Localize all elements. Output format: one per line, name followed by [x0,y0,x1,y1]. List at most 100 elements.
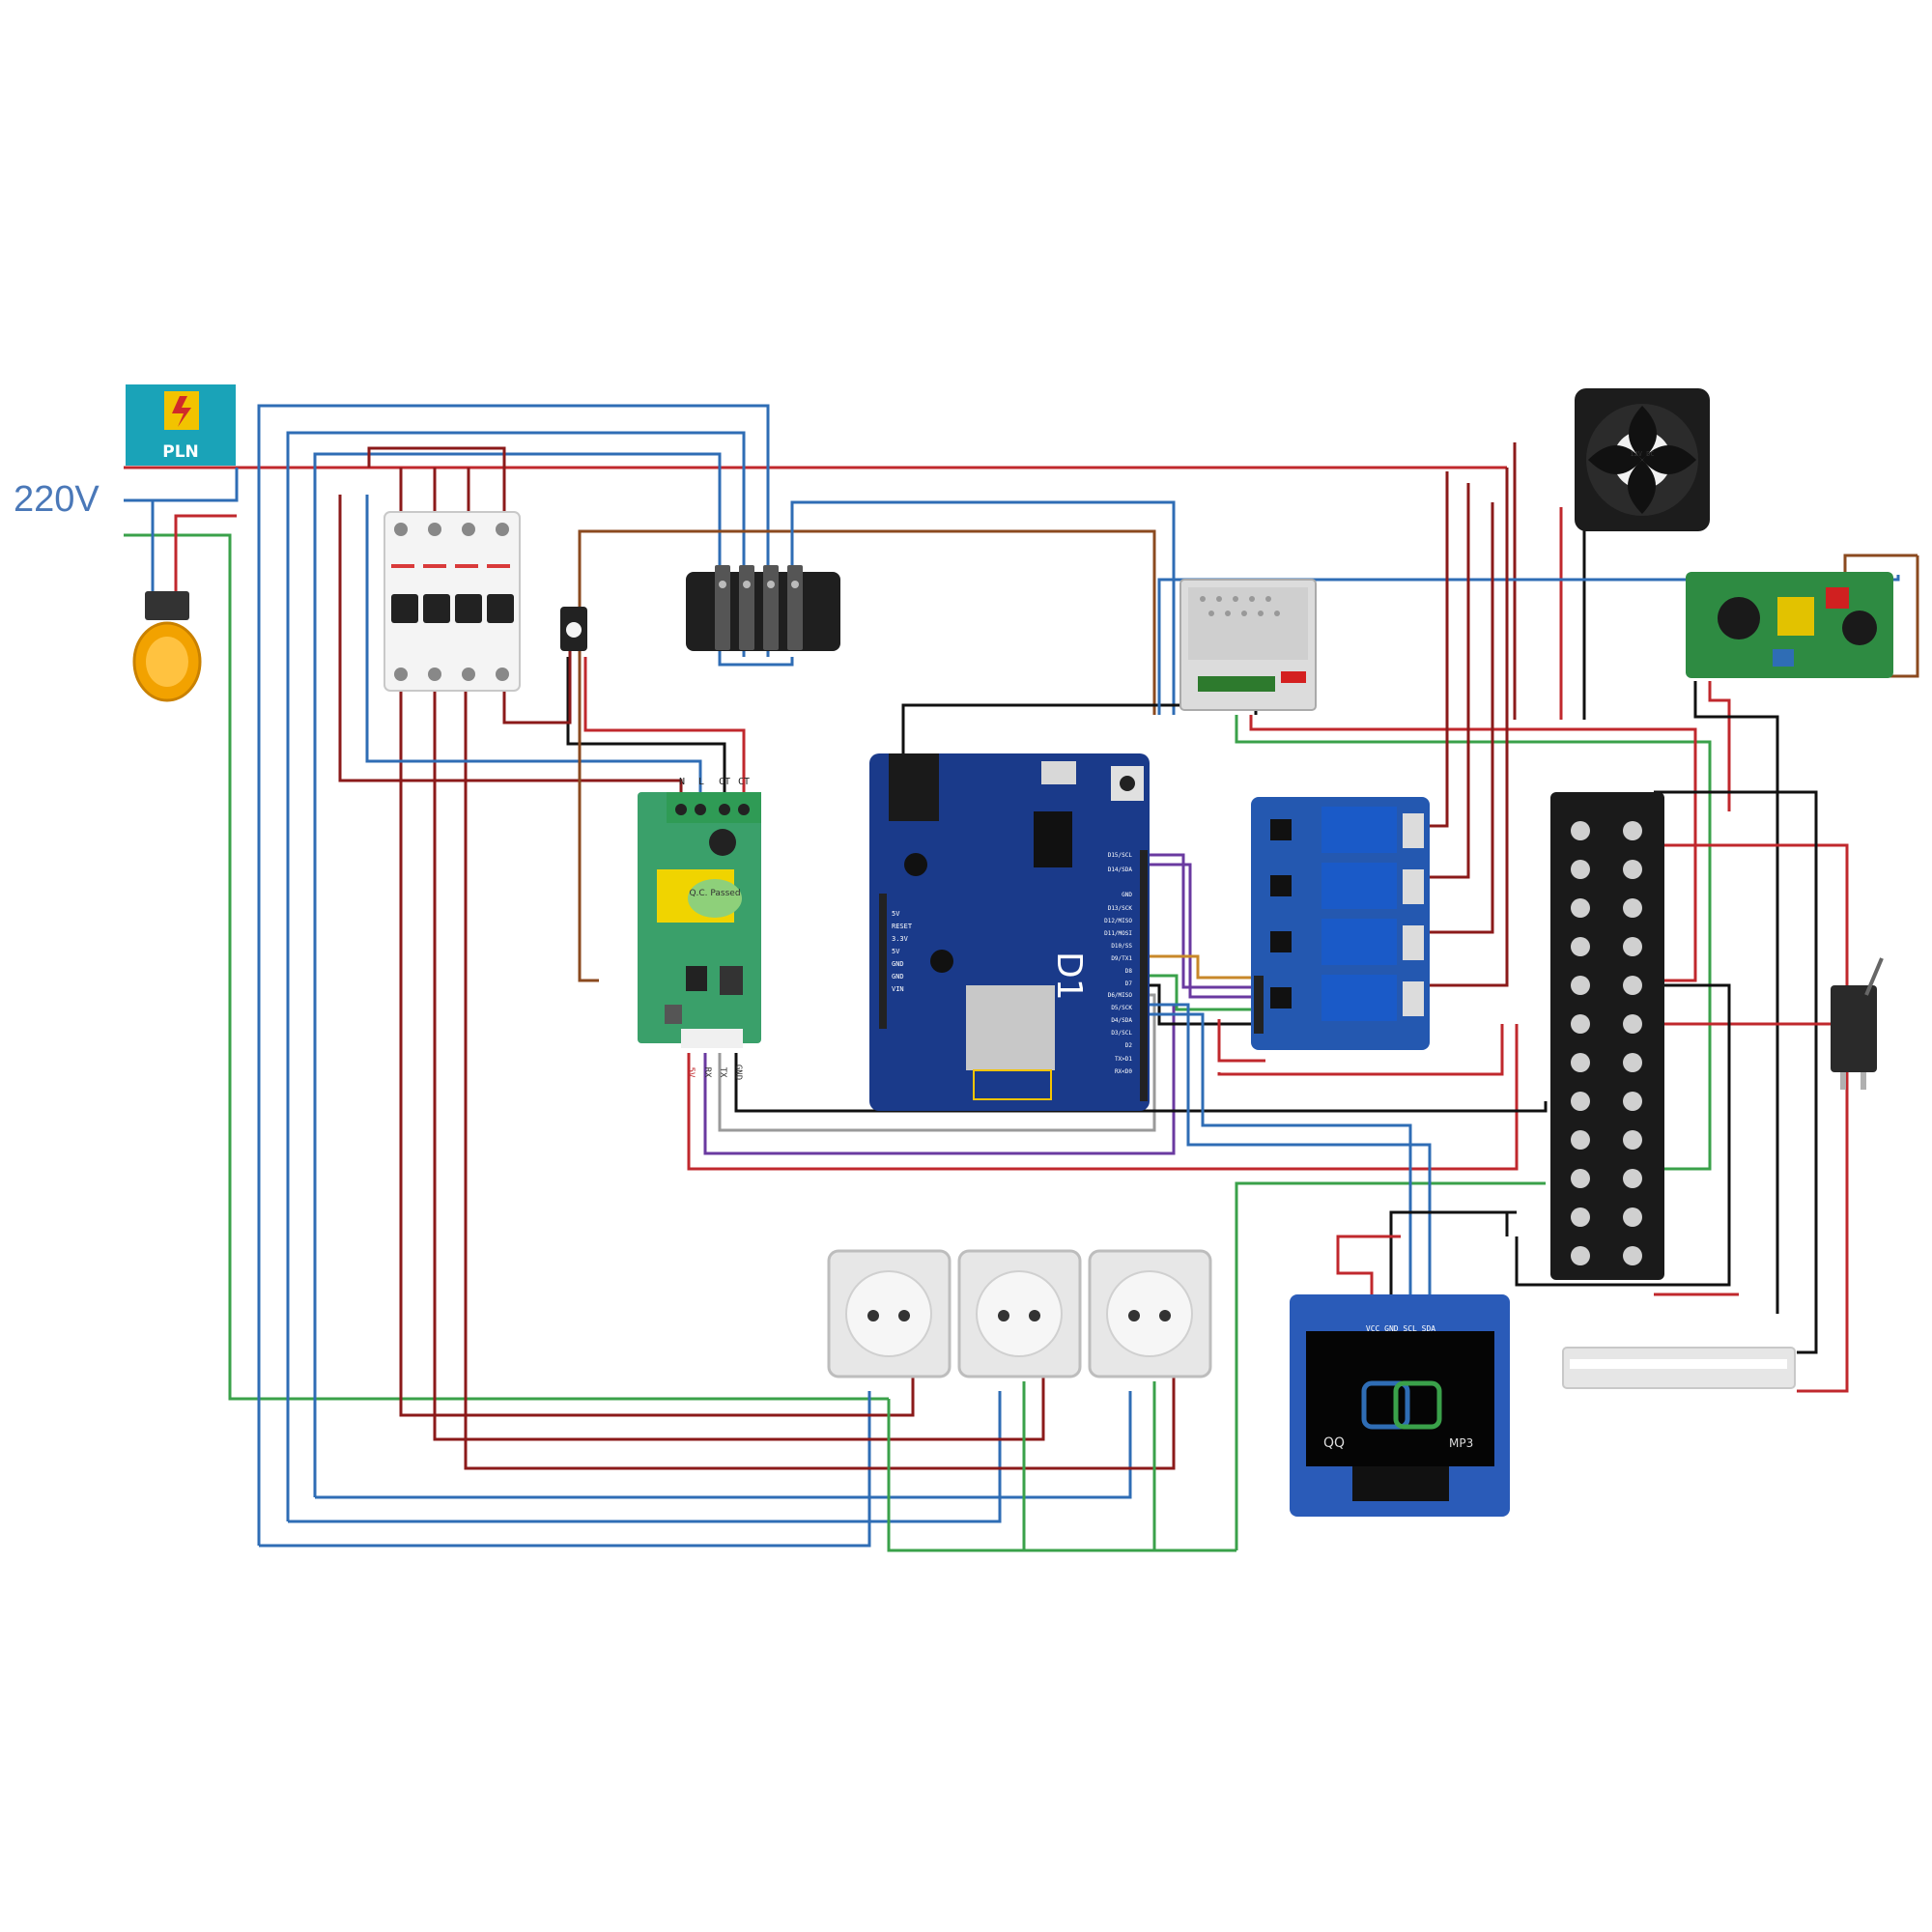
pzem-energy-module: N L CT CT Q.C. Passed 5V RX TX GND [638,777,761,1080]
breaker-in-bus [367,446,506,522]
pzem-qc-seal: Q.C. Passed [689,889,740,898]
board-power-5v: 5V [892,910,900,918]
ct-wire-2 [583,657,746,792]
relay-vcc [1217,1019,1265,1063]
fan-label: 12V DC [1630,450,1654,458]
cooling-fan: 12V DC [1575,388,1710,531]
board-pin-d9: D9/TX1 [1111,955,1132,962]
board-pin-gnd: GND [1122,892,1132,898]
neutral-bus-5 [288,1391,1002,1523]
relay-module [1251,797,1430,1050]
board-pin-d3: D3/SCL [1111,1030,1132,1037]
psu-n [790,500,1176,715]
relay-in-4 [1145,974,1261,1011]
breaker-out-1 [399,676,915,1417]
wemos-d1-board: D1 D15/SCL D14/SDA GND D13/SCK D12/MISO … [869,753,1150,1111]
board-power-3v3: 3.3V [892,935,909,943]
earth-to-terminal [1235,1181,1546,1550]
board-pin-d15: D15/SCL [1108,852,1133,859]
pzem-terminal-l: L [698,777,704,787]
relay-out-1 [1412,471,1449,828]
relay-out-3 [1412,502,1494,934]
relay-in-3 [1145,954,1261,980]
breaker-out-3 [464,676,1176,1470]
terminal-block-top [686,565,840,651]
terminal-block-bridge [718,657,794,667]
board-pin-d14: D14/SDA [1108,867,1133,873]
mini-psu-in [1157,575,1900,715]
board-pin-d0: RX<D0 [1115,1068,1132,1075]
power-socket-2 [957,1249,1082,1378]
oled-sda [1145,1012,1412,1299]
breaker-out-2 [433,676,1045,1441]
supply-voltage-label: 220V [14,479,99,520]
board-power-5v-b: 5V [892,948,900,955]
board-power-gnd: GND [892,960,904,968]
pzem-5v-wire [687,1024,1519,1171]
neutral-bus-2 [286,431,746,1521]
breaker-to-ct [502,633,572,724]
earth-socket-1 [887,1399,1236,1552]
board-pin-d13: D13/SCK [1108,905,1133,912]
power-socket-3 [1088,1249,1212,1378]
oled-text-qq: QQ [1323,1435,1345,1451]
pzem-neutral [365,495,702,792]
pzem-tx-wire [718,993,1156,1132]
pzem-pin-gnd: GND [733,1065,743,1080]
relay-in-2 [1145,863,1261,999]
switching-power-supply [1179,579,1317,711]
oled-vcc [1336,1235,1401,1299]
pzem-pin-rx: RX [702,1067,712,1078]
board-pin-d8: D8 [1125,968,1133,975]
tb-to-microswitch [1654,843,1849,1393]
oled-scl [1145,1003,1432,1299]
pzem-pin-5v: 5V [686,1067,696,1078]
tb-to-lamp-tube [1654,790,1818,1354]
pzem-pin-tx: TX [718,1067,727,1078]
psu-l [578,529,1156,982]
relay-bottom-red [1217,1024,1504,1076]
pzem-terminal-n: N [679,777,685,787]
pzem-terminal-ct1: CT [719,777,730,787]
relay-out-4 [1412,468,1509,987]
supply-neutral-wire [124,468,239,502]
circuit-breaker [384,511,521,692]
pilot-lamp [132,591,202,702]
oled-gnd [1389,1210,1509,1299]
neutral-bus-6 [259,1391,871,1548]
pzem-terminal-ct2: CT [738,777,750,787]
pzem-gnd-wire [734,1053,1548,1113]
tb-switch-return [1515,983,1731,1287]
board-pin-d4: D4/SDA [1111,1017,1132,1024]
mini-psu-out-red [1708,681,1731,811]
oled-text-mp3: MP3 [1449,1436,1473,1450]
power-socket-1 [827,1249,952,1378]
mini-power-module [1686,572,1893,678]
mini-psu-out-black [1693,681,1779,1314]
current-transformer [560,607,587,651]
fluorescent-lamp [1562,1347,1796,1389]
board-pin-d5: D5/SCK [1111,1005,1132,1011]
neutral-bus-3 [313,452,722,1497]
board-pin-d7: D7 [1125,980,1133,987]
psu-earth [1235,715,1712,1171]
relay-in-1 [1145,853,1261,989]
oled-display: VCC GND SCL SDA QQ MP3 [1290,1294,1510,1517]
board-power-vin: VIN [892,985,904,993]
board-pin-d2: D2 [1125,1042,1133,1049]
psu-dc-red [1249,715,1697,982]
board-title: D1 [1049,952,1089,1001]
board-pin-d1: TX>D1 [1115,1056,1132,1063]
terminal-strip [1550,792,1664,1280]
lamp-live-wire [174,514,237,591]
board-pin-d11: D11/MOSI [1104,930,1132,937]
board-pin-d12: D12/MISO [1104,918,1132,924]
oled-pin-labels: VCC GND SCL SDA [1366,1324,1435,1333]
neutral-bus-4 [315,1391,1132,1499]
board-pin-d6: D6/MISO [1108,992,1133,999]
pln-logo: PLN [126,384,236,466]
board-power-reset: RESET [892,923,913,930]
relay-out-2 [1412,483,1470,879]
